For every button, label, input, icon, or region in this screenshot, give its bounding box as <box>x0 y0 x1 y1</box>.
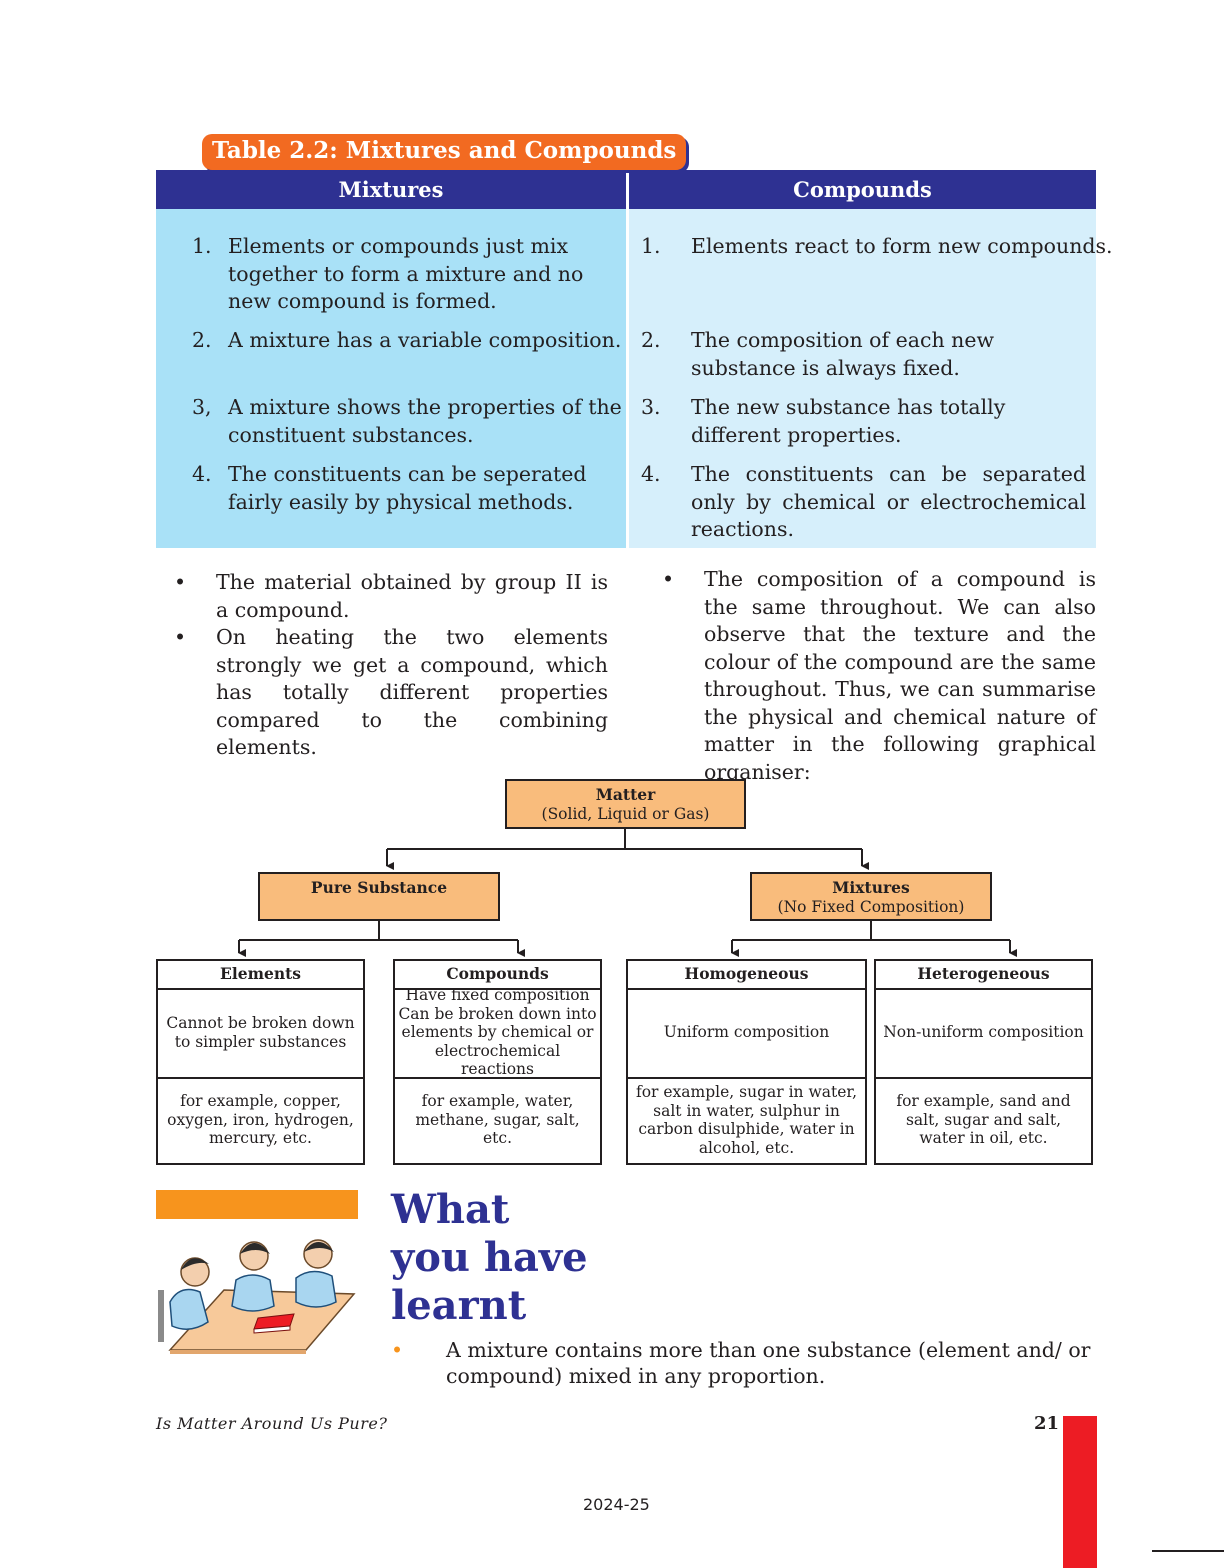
card-description: Cannot be broken down to simpler substan… <box>158 988 363 1079</box>
row-text: Elements or compounds just mix together … <box>228 234 584 313</box>
homogeneous-card: Homogeneous Uniform composition for exam… <box>626 959 867 1165</box>
bullet-dot: • <box>662 567 675 591</box>
header-mixtures: Mixtures <box>156 170 626 209</box>
compounds-card: Compounds Have fixed composition Can be … <box>393 959 602 1165</box>
card-example: for example, sugar in water, salt in wat… <box>635 1083 857 1157</box>
row-number: 4. <box>192 462 212 486</box>
header-compounds: Compounds <box>629 170 1096 209</box>
table-caption: Table 2.2: Mixtures and Compounds <box>202 134 687 170</box>
row-text: A mixture has a variable composition. <box>228 328 622 352</box>
card-example: for example, copper, oxygen, iron, hydro… <box>167 1092 354 1148</box>
heading-line: learnt <box>391 1282 527 1329</box>
edition-year: 2024-25 <box>583 1495 650 1514</box>
bullet-dot: • <box>174 570 187 594</box>
page-edge-mark <box>1152 1550 1224 1552</box>
heading-line: What <box>391 1186 510 1233</box>
pure-substance-box: Pure Substance <box>258 872 500 921</box>
row-text: The constituents can be seperated fairly… <box>228 462 587 514</box>
heading-line: you have <box>391 1234 588 1281</box>
matter-box: Matter (Solid, Liquid or Gas) <box>505 779 746 829</box>
row-text: Elements react to form new compounds. <box>691 234 1113 258</box>
chapter-side-tab <box>1063 1416 1097 1568</box>
page-number: 21 <box>1034 1413 1060 1434</box>
row-number: 1. <box>641 234 661 258</box>
bullet-text: The composition of a compound is the sam… <box>704 567 1096 784</box>
mixtures-box: Mixtures (No Fixed Composition) <box>750 872 992 921</box>
bullet-text: On heating the two elements strongly we … <box>216 625 608 759</box>
pure-substance-title: Pure Substance <box>310 878 448 897</box>
row-number: 1. <box>192 234 212 258</box>
card-example: for example, water, methane, sugar, salt… <box>415 1092 580 1148</box>
compounds-column: 1. Elements react to form new compounds.… <box>629 209 1113 548</box>
row-number: 3, <box>192 395 212 419</box>
card-title: Compounds <box>395 961 600 990</box>
learnt-heading: What you have learnt <box>391 1186 588 1330</box>
learnt-item-text: A mixture contains more than one substan… <box>446 1338 1091 1388</box>
bullet-text: The material obtained by group II is a c… <box>216 570 608 622</box>
card-description: Have fixed composition Can be broken dow… <box>395 986 600 1079</box>
row-text: A mixture shows the properties of the co… <box>228 395 622 447</box>
mixtures-subtitle: (No Fixed Composition) <box>777 897 965 916</box>
row-number: 2. <box>192 328 212 352</box>
row-number: 3. <box>641 395 661 419</box>
row-number: 2. <box>641 328 661 352</box>
mixtures-column: 1. Elements or compounds just mix togeth… <box>156 209 626 548</box>
card-title: Homogeneous <box>628 961 865 990</box>
card-title: Elements <box>158 961 363 990</box>
bullet-dot: • <box>174 625 187 649</box>
card-title: Heterogeneous <box>876 961 1091 990</box>
bullet-dot: • <box>391 1338 404 1362</box>
card-description: Uniform composition <box>628 988 865 1079</box>
comparison-table: Mixtures Compounds 1. Elements or compou… <box>156 170 1113 548</box>
card-description: Non-uniform composition <box>876 988 1091 1079</box>
matter-subtitle: (Solid, Liquid or Gas) <box>541 804 710 823</box>
elements-card: Elements Cannot be broken down to simple… <box>156 959 365 1165</box>
mixtures-title: Mixtures <box>832 878 910 897</box>
section-accent-bar <box>156 1190 358 1219</box>
students-illustration <box>158 1239 356 1354</box>
matter-title: Matter <box>595 785 656 804</box>
card-example: for example, sand and salt, sugar and sa… <box>896 1092 1071 1148</box>
row-number: 4. <box>641 462 661 486</box>
row-text: The composition of each new substance is… <box>691 328 995 380</box>
row-text: The new substance has totally different … <box>691 395 1006 447</box>
heterogeneous-card: Heterogeneous Non-uniform composition fo… <box>874 959 1093 1165</box>
row-text: The constituents can be separated only b… <box>691 462 1086 541</box>
chapter-title: Is Matter Around Us Pure? <box>156 1414 388 1433</box>
